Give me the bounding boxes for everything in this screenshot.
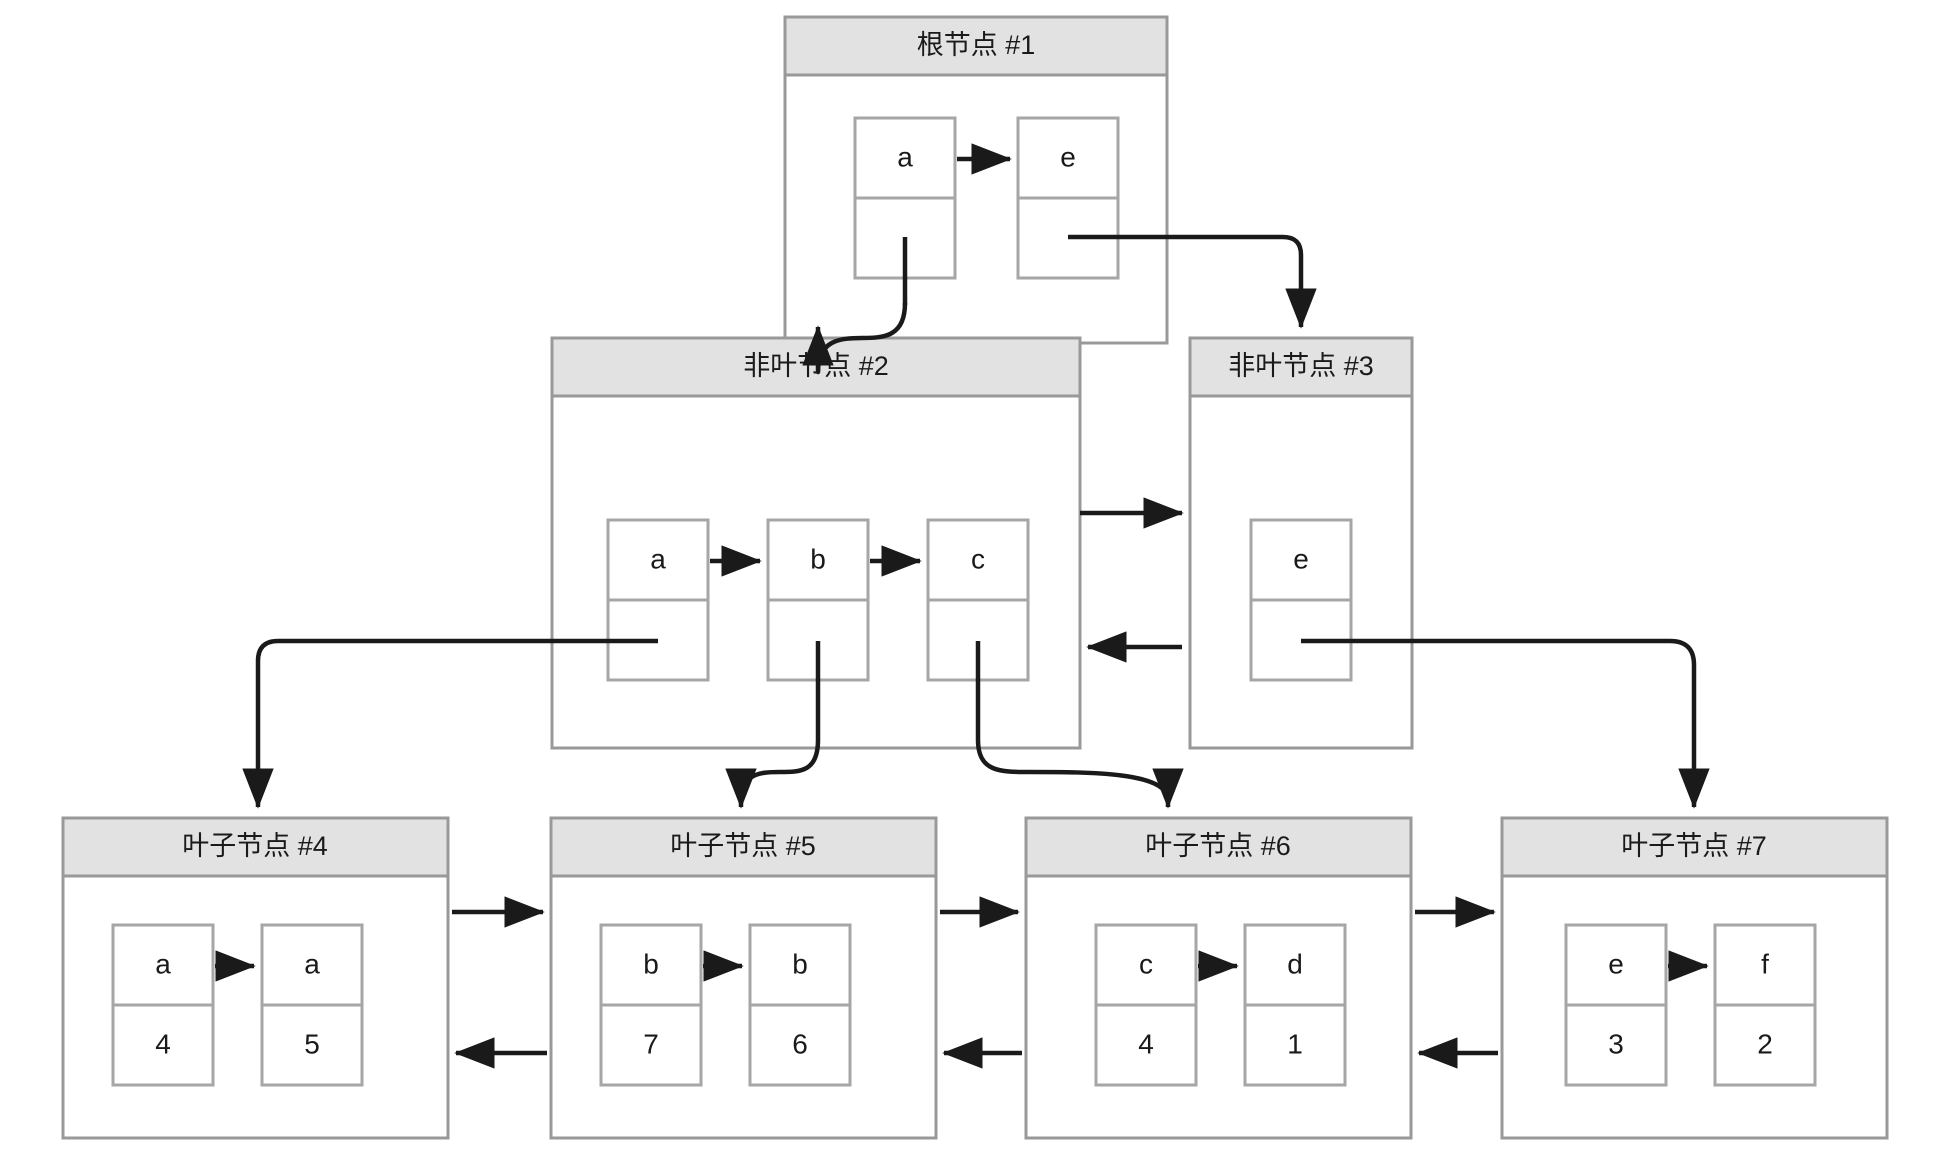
node-n1-cell-1-key: e <box>1060 141 1076 172</box>
node-n7-cell-1-value: 2 <box>1757 1028 1773 1059</box>
node-n6[interactable]: 叶子节点 #6 c 4 d 1 <box>1024 816 1413 1140</box>
node-n6-header <box>1024 816 1413 878</box>
edge-n2-cell0-to-node-n4 <box>242 638 500 809</box>
node-n3[interactable]: 非叶节点 #3 e <box>1188 336 1414 750</box>
node-n1-cell-1[interactable]: e <box>1016 116 1120 280</box>
node-n5-cell-0-value: 7 <box>643 1028 659 1059</box>
node-n3-cell-0[interactable]: e <box>1249 518 1353 682</box>
node-n7-cell-1[interactable]: f 2 <box>1713 923 1817 1087</box>
node-n5-header <box>549 816 938 878</box>
node-n5[interactable]: 叶子节点 #5 b 7 b 6 <box>549 816 938 1140</box>
node-n6-cell-1-key: d <box>1287 948 1303 979</box>
node-n7-cell-0-value: 3 <box>1608 1028 1624 1059</box>
edge-n2-cell1-to-node-n5 <box>725 739 821 809</box>
node-n2-cell-0[interactable]: a <box>606 518 710 682</box>
node-n5-cell-1-value: 6 <box>792 1028 808 1059</box>
node-n6-cell-1[interactable]: d 1 <box>1243 923 1347 1087</box>
node-n6-cell-1-value: 1 <box>1287 1028 1303 1059</box>
node-n3-cell-0-key: e <box>1293 543 1309 574</box>
node-n7[interactable]: 叶子节点 #7 e 3 f 2 <box>1500 816 1889 1140</box>
node-n2[interactable]: 非叶节点 #2 a b c <box>550 336 1082 750</box>
node-n5-cell-0-key: b <box>643 948 659 979</box>
node-n2-cell-2-key: c <box>971 543 985 574</box>
edge-n1-cell0-to-node-n2 <box>802 302 908 375</box>
node-n7-cell-1-key: f <box>1761 948 1769 979</box>
node-n5-cell-0[interactable]: b 7 <box>599 923 703 1087</box>
node-n7-title: 叶子节点 #7 <box>1621 831 1767 861</box>
edge-n1-cell1-to-node-n3 <box>1200 234 1317 329</box>
node-n6-title: 叶子节点 #6 <box>1145 831 1291 861</box>
node-n4-header <box>61 816 450 878</box>
node-n4-cell-1-value: 5 <box>304 1028 320 1059</box>
node-n4-cell-0-value: 4 <box>155 1028 171 1059</box>
node-n1-header <box>783 15 1169 77</box>
node-n6-cell-0-key: c <box>1139 948 1153 979</box>
node-n1-cell-0[interactable]: a <box>853 116 957 280</box>
node-n2-cell-0-key: a <box>650 543 666 574</box>
node-n4-cell-0[interactable]: a 4 <box>111 923 215 1087</box>
node-n4-cell-1-key: a <box>304 948 320 979</box>
node-n7-header <box>1500 816 1889 878</box>
node-n3-header <box>1188 336 1414 398</box>
node-n1-title: 根节点 #1 <box>917 30 1036 60</box>
node-n1-cell-0-key: a <box>897 141 913 172</box>
node-n1[interactable]: 根节点 #1 a e <box>783 15 1169 345</box>
node-n6-cell-0[interactable]: c 4 <box>1094 923 1198 1087</box>
edge-n3-cell0-to-node-n7 <box>1420 638 1710 809</box>
node-n5-cell-1[interactable]: b 6 <box>748 923 852 1087</box>
node-n4-title: 叶子节点 #4 <box>182 831 328 861</box>
node-n2-cell-1-key: b <box>810 543 826 574</box>
node-n6-cell-0-value: 4 <box>1138 1028 1154 1059</box>
node-n7-cell-0-key: e <box>1608 948 1624 979</box>
node-n4-cell-1[interactable]: a 5 <box>260 923 364 1087</box>
node-n5-title: 叶子节点 #5 <box>670 831 816 861</box>
node-n4-cell-0-key: a <box>155 948 171 979</box>
node-n3-title: 非叶节点 #3 <box>1228 351 1374 381</box>
node-n4[interactable]: 叶子节点 #4 a 4 a 5 <box>61 816 450 1140</box>
node-n7-cell-0[interactable]: e 3 <box>1564 923 1668 1087</box>
edge-n2-cell2-to-node-n6 <box>975 739 1184 809</box>
node-n5-cell-1-key: b <box>792 948 808 979</box>
